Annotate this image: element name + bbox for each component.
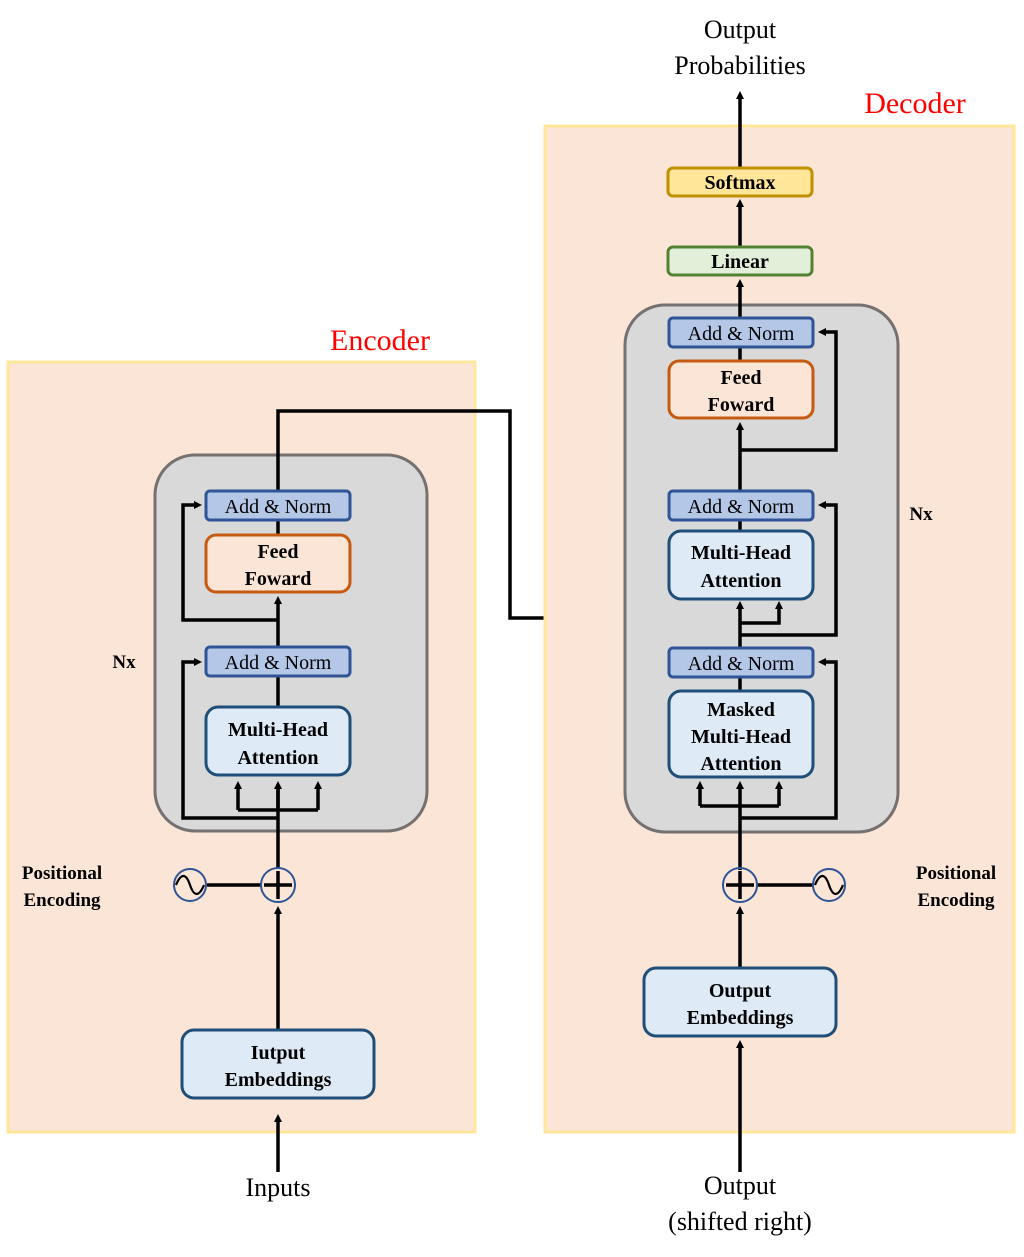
decoder-add-norm-bottom	[667, 646, 815, 679]
decoder-positional-encoding-icon	[812, 868, 846, 902]
encoder: Encoder Nx Add & Norm Feed Foward	[6, 324, 744, 1202]
masked-attention-label-1: Masked	[707, 699, 775, 721]
plus-icon	[264, 871, 292, 899]
decoder-multi-head-attention	[667, 529, 815, 601]
encoder-input-embeddings	[180, 1028, 376, 1100]
output-probabilities-label-1: Output	[704, 15, 777, 44]
decoder-wires	[696, 91, 838, 1172]
masked-attention-label-2: Multi-Head	[691, 726, 791, 748]
linear-block	[666, 245, 814, 277]
encoder-pe-label-1: Positional	[22, 863, 102, 884]
encoder-wires	[181, 409, 744, 1172]
decoder: Decoder Nx Output Probabilities	[543, 15, 1016, 1236]
decoder-attention-label-1: Multi-Head	[691, 542, 791, 564]
decoder-feed-forward	[667, 359, 815, 420]
masked-attention-label-3: Attention	[700, 753, 781, 775]
encoder-multi-head-attention	[204, 705, 352, 777]
encoder-attention-label-1: Multi-Head	[228, 719, 328, 741]
sine-wave-icon	[813, 874, 845, 896]
encoder-add-norm-top-label: Add & Norm	[225, 496, 332, 518]
softmax-label: Softmax	[704, 172, 775, 194]
encoder-nx-label: Nx	[112, 652, 136, 673]
encoder-add-norm-bottom-label: Add & Norm	[225, 652, 332, 674]
encoder-add-norm-top	[204, 489, 352, 522]
sine-wave-icon	[174, 874, 206, 896]
encoder-positional-encoding-icon	[173, 868, 207, 902]
decoder-add-norm-bottom-label: Add & Norm	[688, 653, 795, 675]
decoder-feed-forward-label-2: Foward	[708, 394, 775, 416]
encoder-embeddings-label-1: Iutput	[251, 1042, 306, 1064]
encoder-embeddings-label-2: Embeddings	[225, 1069, 332, 1091]
plus-icon	[726, 871, 754, 899]
decoder-add-norm-top	[667, 316, 815, 349]
decoder-input-label-2: (shifted right)	[668, 1207, 812, 1236]
encoder-feed-forward	[204, 533, 352, 594]
decoder-add-norm-mid-label: Add & Norm	[688, 496, 795, 518]
decoder-embeddings-label-2: Embeddings	[687, 1007, 794, 1029]
encoder-add-icon	[260, 867, 296, 903]
output-probabilities-label-2: Probabilities	[674, 51, 805, 80]
decoder-masked-attention	[667, 689, 815, 779]
encoder-add-norm-bottom	[204, 645, 352, 678]
encoder-title: Encoder	[330, 324, 430, 357]
encoder-pe-label-2: Encoding	[23, 890, 101, 911]
decoder-add-norm-top-label: Add & Norm	[688, 323, 795, 345]
encoder-feed-forward-label-1: Feed	[257, 541, 298, 563]
linear-label: Linear	[711, 251, 769, 273]
decoder-pe-label-2: Encoding	[917, 890, 995, 911]
decoder-output-embeddings	[642, 966, 838, 1038]
decoder-pe-label-1: Positional	[916, 863, 996, 884]
decoder-feed-forward-label-1: Feed	[720, 367, 761, 389]
decoder-add-norm-mid	[667, 489, 815, 522]
encoder-feed-forward-label-2: Foward	[245, 568, 312, 590]
softmax-block	[666, 166, 814, 198]
decoder-attention-label-2: Attention	[700, 570, 781, 592]
decoder-embeddings-label-1: Output	[709, 980, 772, 1002]
decoder-nx-label: Nx	[909, 504, 933, 525]
decoder-add-icon	[722, 867, 758, 903]
decoder-title: Decoder	[864, 87, 966, 120]
encoder-attention-label-2: Attention	[237, 747, 318, 769]
encoder-inputs-label: Inputs	[246, 1173, 311, 1202]
decoder-input-label-1: Output	[704, 1171, 777, 1200]
